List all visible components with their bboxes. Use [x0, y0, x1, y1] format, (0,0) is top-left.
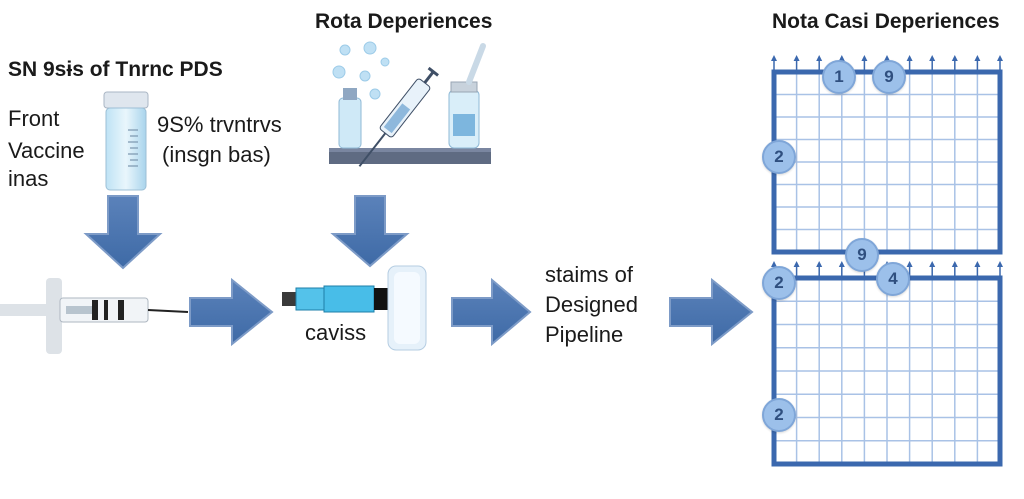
badge-top-1: 1 [822, 60, 856, 94]
grid-arrowhead [793, 261, 800, 267]
grid-arrowhead [929, 55, 936, 61]
grid-arrowhead [793, 55, 800, 61]
pipeline-line1: staims of [545, 262, 634, 287]
front-vaccine-line2: Vaccine [8, 138, 85, 163]
middle-title: Rota Deperiences [315, 10, 493, 33]
arrow-icon-down-left [83, 195, 163, 270]
grid-arrowhead [816, 55, 823, 61]
grid-arrowhead [997, 261, 1003, 267]
lab-bench-icon [329, 41, 491, 167]
arrow-icon-right-1 [189, 277, 274, 347]
caviss-label: caviss [305, 320, 367, 345]
grid-arrowhead [997, 55, 1003, 61]
arrow-icon-right-3 [669, 277, 754, 347]
grid-arrowhead [974, 55, 981, 61]
grid-arrowhead [906, 55, 913, 61]
left-title: SN 9sɨs of Tnrnc PDS [8, 58, 223, 81]
grid-arrowhead [838, 55, 845, 61]
front-vaccine-line3: inas [8, 166, 49, 191]
grid-arrowhead [771, 55, 777, 61]
grid-arrowhead [974, 261, 981, 267]
pipeline-line2: Designed [545, 292, 638, 317]
arrow-icon-right-2 [451, 277, 532, 347]
badge-bottom-4: 2 [762, 398, 796, 432]
grid-arrowhead [884, 55, 890, 61]
arrow-icon-down-middle [330, 195, 410, 268]
grid-arrowhead [861, 55, 868, 61]
vial-note-line1: 9S% trvntrvs [157, 112, 282, 137]
syringe-icon [0, 278, 189, 354]
badge-top-2: 9 [872, 60, 906, 94]
grid-arrowhead [951, 261, 958, 267]
grid-panel [771, 55, 1003, 467]
badge-bottom-2: 2 [762, 266, 796, 300]
grid-arrowhead [816, 261, 823, 267]
vial-note-line2: (insgn bas) [162, 142, 271, 167]
vaccine-vial-icon [103, 91, 149, 191]
badge-top-3: 2 [762, 140, 796, 174]
grid-arrowhead [951, 55, 958, 61]
grid-arrowhead [771, 261, 777, 267]
grid-arrowhead [838, 261, 845, 267]
grid-arrowhead [906, 261, 913, 267]
front-vaccine-line1: Front [8, 106, 60, 131]
badge-bottom-1: 9 [845, 238, 879, 272]
grid-arrowhead [929, 261, 936, 267]
pipeline-line3: Pipeline [545, 322, 624, 347]
syringe-icon-middle [282, 265, 427, 351]
badge-bottom-3: 4 [876, 262, 910, 296]
right-title: Nota Casi Deperiences [772, 10, 1000, 33]
